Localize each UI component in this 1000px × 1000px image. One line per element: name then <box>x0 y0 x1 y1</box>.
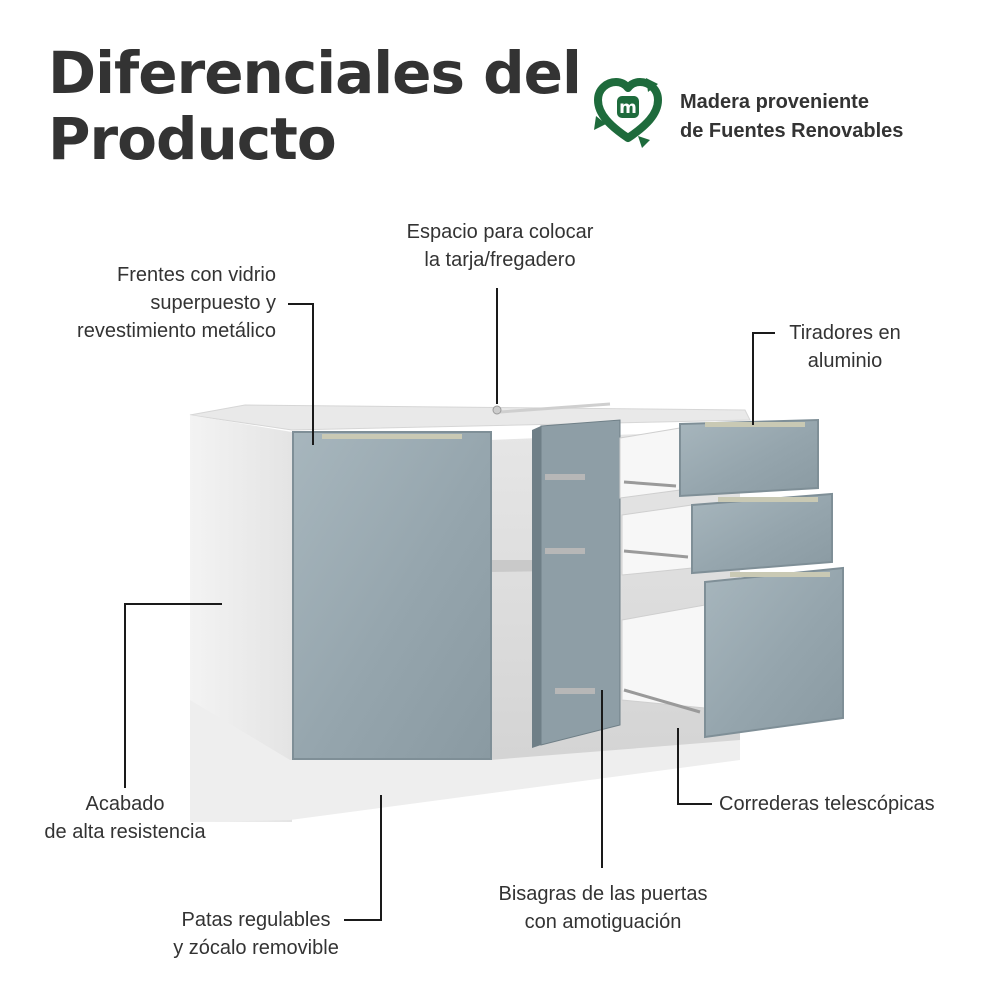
bottom-drawer-slide <box>623 688 701 714</box>
left-door-handle <box>322 434 462 439</box>
callout-sink-space: Espacio para colocar la tarja/fregadero <box>406 221 594 271</box>
leader-glass-fronts <box>288 303 314 445</box>
sink-cutout-edge <box>499 402 611 414</box>
renewable-wood-badge: m Madera proveniente de Fuentes Renovabl… <box>588 72 988 152</box>
callout-slides: Correderas telescópicas <box>719 793 935 815</box>
page-title-line1: Diferenciales del <box>48 39 582 107</box>
middle-drawer-box <box>621 504 693 576</box>
hinge-top <box>545 474 585 480</box>
top-drawer-handle <box>705 422 805 427</box>
leader-handles <box>752 332 775 425</box>
top-drawer-slide <box>623 480 677 488</box>
hinge-middle <box>545 548 585 554</box>
middle-drawer-handle <box>718 497 818 502</box>
callout-handles: Tiradores en aluminio <box>789 322 901 372</box>
open-door <box>540 419 621 746</box>
top-drawer-front <box>679 418 819 498</box>
page-title: Diferenciales del Producto <box>48 39 582 173</box>
page-title-line2: Producto <box>48 105 337 173</box>
left-door <box>292 431 492 760</box>
callout-feet: Patas regulables y zócalo removible <box>173 909 339 959</box>
sink-drain-hole <box>492 405 502 415</box>
cabinet-plinth <box>190 700 740 822</box>
badge-text: Madera proveniente de Fuentes Renovables <box>680 88 903 146</box>
open-door-edge <box>532 426 541 748</box>
bottom-drawer-front <box>704 566 844 739</box>
middle-drawer-slide <box>623 549 689 559</box>
leader-finish <box>124 603 222 788</box>
cabinet-top <box>189 404 751 431</box>
top-drawer-box <box>619 427 681 499</box>
hinge-bottom <box>555 688 595 694</box>
badge-line1: Madera proveniente <box>680 91 869 113</box>
badge-letter: m <box>619 98 637 118</box>
badge-line2: de Fuentes Renovables <box>680 120 904 142</box>
leader-feet <box>344 795 382 921</box>
leader-slides <box>677 728 712 805</box>
middle-drawer-front <box>691 492 833 575</box>
recycle-leaf-icon: m <box>594 78 662 148</box>
callout-glass-fronts: Frentes con vidrio superpuesto y revesti… <box>77 264 276 342</box>
callout-finish: Acabado de alta resistencia <box>44 793 206 843</box>
callout-hinges: Bisagras de las puertas con amotiguación <box>498 883 708 933</box>
bottom-drawer-handle <box>730 572 830 577</box>
